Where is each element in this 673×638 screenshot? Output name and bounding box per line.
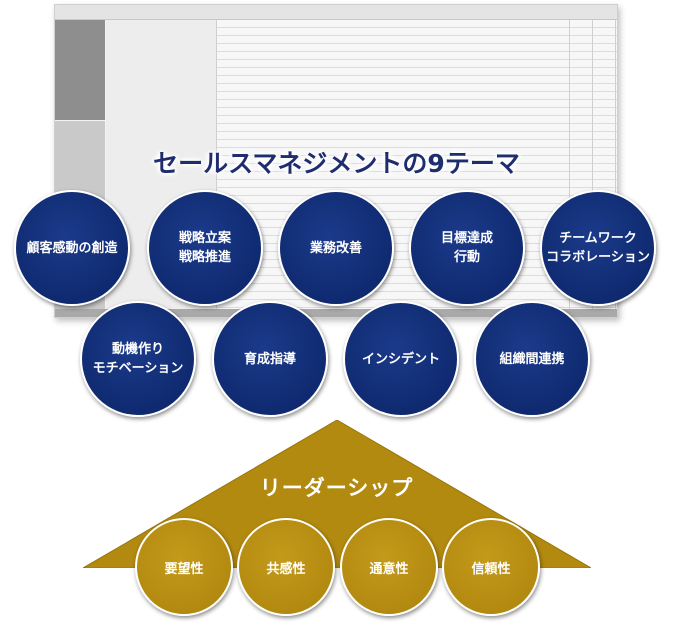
spreadsheet-category-cell [55, 20, 105, 120]
theme-circle-motivation: 動機作り モチベーション [80, 301, 196, 417]
theme-circle-business-improvement: 業務改善 [278, 190, 394, 306]
pillar-circle-trust: 信頼性 [442, 518, 540, 616]
theme-circle-strategy: 戦略立案 戦略推進 [147, 190, 263, 306]
theme-circle-incident: インシデント [343, 301, 459, 417]
diagram-title: セールスマネジメントの9テーマ [153, 149, 520, 178]
pillar-circle-empathy: 共感性 [237, 518, 335, 616]
theme-circle-inter-org: 組織間連携 [474, 301, 590, 417]
leadership-label: リーダーシップ [259, 476, 414, 500]
theme-circle-teamwork: チームワーク コラボレーション [540, 190, 656, 306]
theme-circle-goal-achievement: 目標達成 行動 [409, 190, 525, 306]
theme-circle-customer-delight: 顧客感動の創造 [14, 190, 130, 306]
theme-circle-development: 育成指導 [212, 301, 328, 417]
spreadsheet-header-row [55, 5, 617, 20]
spreadsheet-footer-bar [55, 309, 617, 317]
pillar-circle-communication: 通意性 [340, 518, 438, 616]
pillar-circle-aspiration: 要望性 [135, 518, 233, 616]
